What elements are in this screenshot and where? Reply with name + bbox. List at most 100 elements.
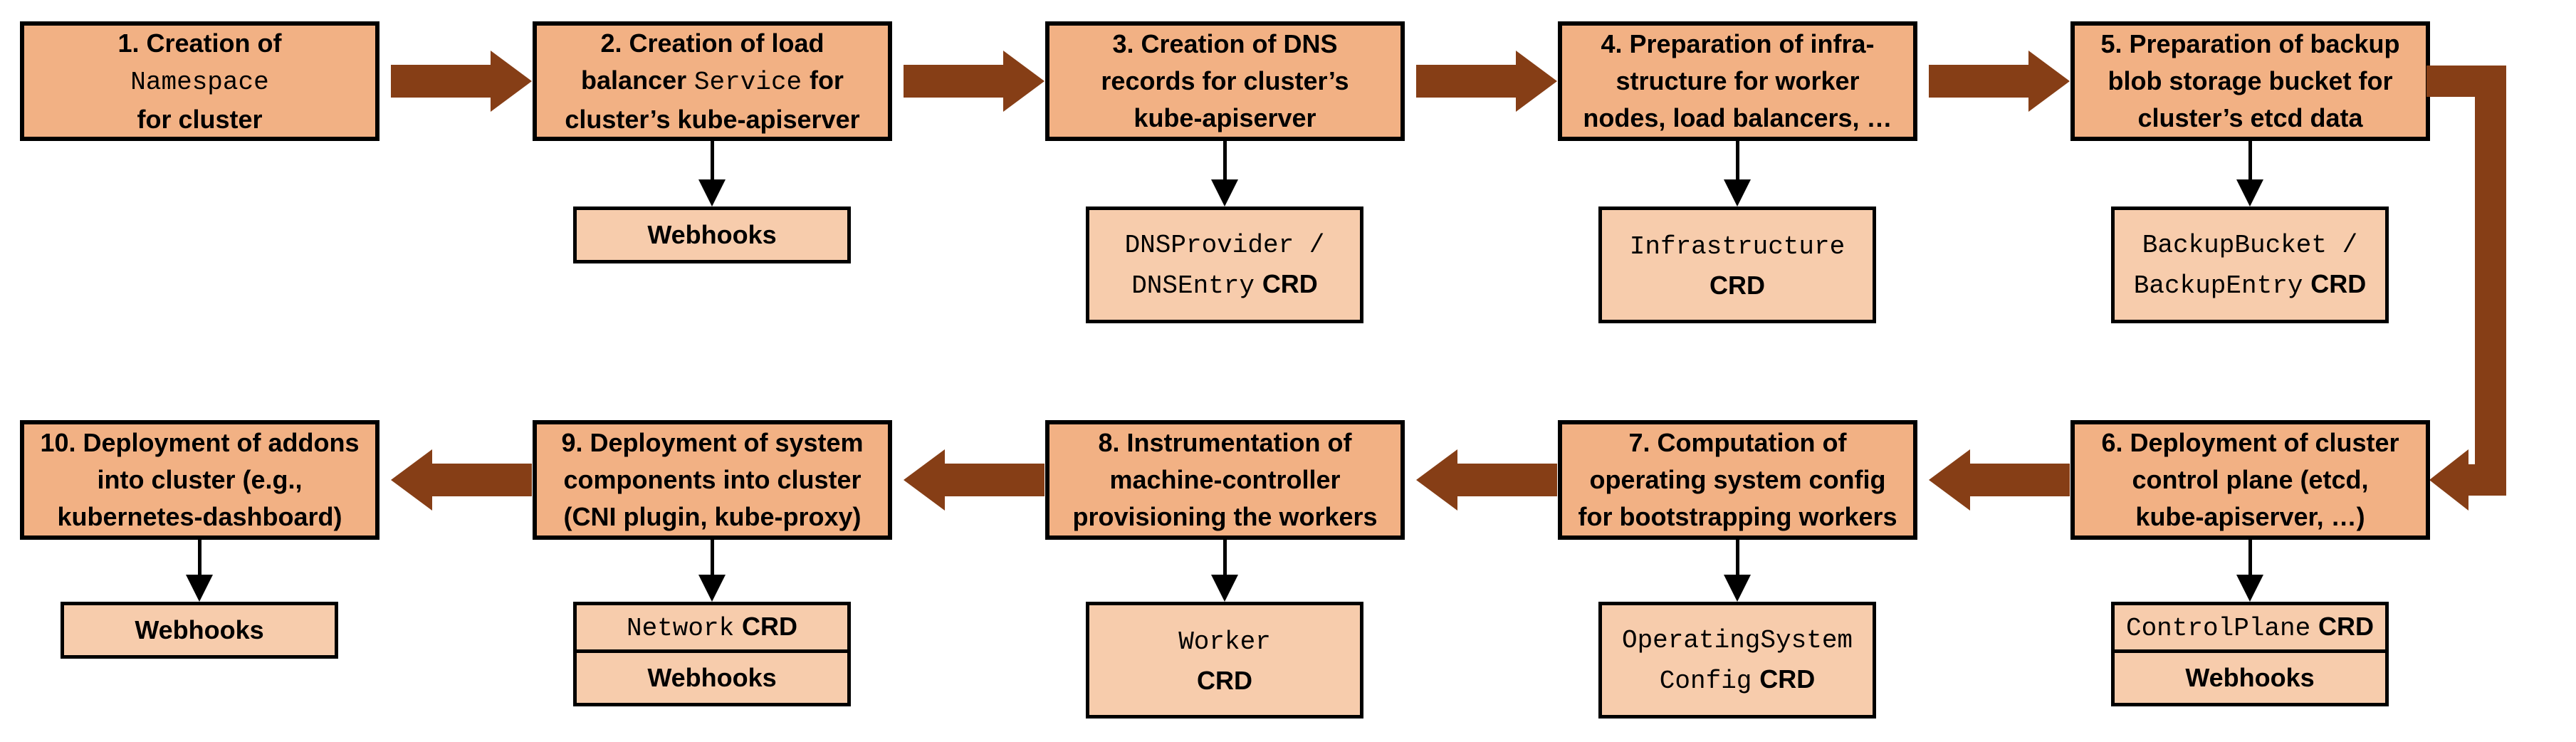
box-line: for bootstrapping workers: [1578, 498, 1897, 535]
arrow-head-left-icon: [1416, 449, 1457, 511]
arrow-head-right-icon: [491, 51, 532, 112]
down-arrow-line-step-3: [1223, 141, 1227, 179]
box-line: DNSProvider /: [1125, 224, 1325, 265]
artifact-webhooks-10: Webhooks: [61, 602, 338, 659]
label-segment: components into cluster: [563, 465, 862, 494]
box-line: cluster’s kube-apiserver: [565, 101, 859, 138]
arrow-shaft: [944, 464, 1044, 496]
box-line: BackupBucket /: [2142, 224, 2357, 265]
box-line: 1. Creation of: [117, 25, 281, 62]
label-segment: 4. Preparation of infra-: [1601, 29, 1875, 58]
label-segment: 6. Deployment of cluster: [2101, 428, 2399, 457]
box-line: 8. Instrumentation of: [1098, 424, 1351, 461]
box-line: into cluster (e.g.,: [97, 461, 302, 498]
code-segment: Worker: [1178, 627, 1271, 657]
down-arrow-head-step-5: [2236, 179, 2263, 207]
label-segment: 5. Preparation of backup: [2100, 29, 2400, 58]
down-arrow-head-step-2: [698, 179, 726, 207]
down-arrow-head-step-8: [1211, 575, 1238, 602]
flow-arrow-7-to-8: [1416, 449, 1557, 511]
label-segment: cluster’s kube-apiserver: [565, 104, 860, 134]
box-line: kubernetes-dashboard): [57, 498, 342, 535]
label-segment: kubernetes-dashboard): [57, 502, 342, 531]
step-10-box: 10. Deployment of addons into cluster (e…: [20, 420, 379, 540]
box-line: Infrastructure: [1630, 226, 1845, 266]
label-segment: operating system config: [1589, 465, 1886, 494]
down-arrow-line-step-2: [711, 141, 714, 179]
step-9-box: 9. Deployment of system components into …: [533, 420, 892, 540]
code-segment: Network: [626, 613, 735, 643]
label-segment: kube-apiserver: [1133, 103, 1316, 132]
artifact-webhooks-2: Webhooks: [573, 207, 851, 263]
code-segment: OperatingSystem: [1621, 626, 1853, 655]
down-arrow-line-step-7: [1736, 538, 1739, 575]
box-line: kube-apiserver: [1133, 100, 1316, 137]
box-line: records for cluster’s: [1101, 63, 1349, 100]
label-segment: for bootstrapping workers: [1578, 502, 1897, 531]
box-line: machine-controller: [1109, 461, 1340, 498]
arrow-head-left-icon: [391, 449, 432, 511]
code-segment: BackupBucket /: [2142, 231, 2358, 260]
flow-arrow-8-to-9: [904, 449, 1044, 511]
code-segment: Config: [1659, 667, 1752, 696]
label-segment: blob storage bucket for: [2108, 66, 2393, 95]
down-arrow-line-step-8: [1223, 538, 1227, 575]
label-segment: provisioning the workers: [1072, 502, 1378, 531]
box-line: Webhooks: [135, 611, 263, 649]
box-line: operating system config: [1589, 461, 1885, 498]
label-segment: Webhooks: [2185, 663, 2315, 692]
box-line: Webhooks: [2185, 659, 2314, 697]
box-line: 9. Deployment of system: [561, 424, 863, 461]
box-line: components into cluster: [563, 461, 861, 498]
box-line: OperatingSystem: [1622, 620, 1853, 660]
down-arrow-head-step-3: [1211, 179, 1238, 207]
box-line: cluster’s etcd data: [2137, 100, 2362, 137]
step-8-box: 8. Instrumentation of machine-controller…: [1045, 420, 1405, 540]
artifact-webhooks-6: Webhooks: [2111, 649, 2389, 706]
down-arrow-line-step-5: [2248, 141, 2252, 179]
box-line: nodes, load balancers, …: [1583, 100, 1892, 137]
artifact-worker-crd: Worker CRD: [1086, 602, 1363, 719]
label-segment: CRD: [1262, 269, 1318, 298]
box-line: 5. Preparation of backup: [2100, 26, 2399, 63]
flow-arrow-3-to-4: [1416, 51, 1557, 112]
step-7-box: 7. Computation of operating system confi…: [1558, 420, 1917, 540]
label-segment: CRD: [742, 611, 798, 641]
label-segment: into cluster (e.g.,: [97, 465, 303, 494]
down-arrow-head-step-6: [2236, 575, 2263, 602]
down-arrow-head-step-4: [1724, 179, 1751, 207]
step-1-box: 1. Creation of Namespace for cluster: [20, 21, 379, 141]
arrow-head-left-icon: [1929, 449, 1970, 511]
arrow-shaft: [904, 65, 1004, 98]
label-segment: for: [809, 65, 844, 95]
arrow-shaft: [1969, 464, 2070, 496]
box-line: 4. Preparation of infra-: [1601, 26, 1874, 63]
label-segment: CRD: [1759, 664, 1816, 694]
box-line: Namespace: [130, 62, 268, 101]
down-arrow-head-step-9: [698, 575, 726, 602]
label-segment: Webhooks: [647, 663, 777, 692]
arrow-shaft: [1929, 65, 2029, 98]
label-segment: (CNI plugin, kube-proxy): [563, 502, 862, 531]
arrow-shaft: [1457, 464, 1557, 496]
down-arrow-head-step-10: [186, 575, 213, 602]
step-3-box: 3. Creation of DNS records for cluster’s…: [1045, 21, 1405, 141]
label-segment: CRD: [2318, 611, 2375, 641]
label-segment: 3. Creation of DNS: [1112, 29, 1338, 58]
code-segment: DNSEntry: [1131, 271, 1255, 301]
box-line: 3. Creation of DNS: [1112, 26, 1337, 63]
box-line: Webhooks: [647, 659, 776, 697]
box-line: Worker: [1178, 621, 1271, 662]
flow-arrow-4-to-5: [1929, 51, 2070, 112]
label-segment: 7. Computation of: [1628, 428, 1847, 457]
arrow-head-right-icon: [2028, 51, 2070, 112]
